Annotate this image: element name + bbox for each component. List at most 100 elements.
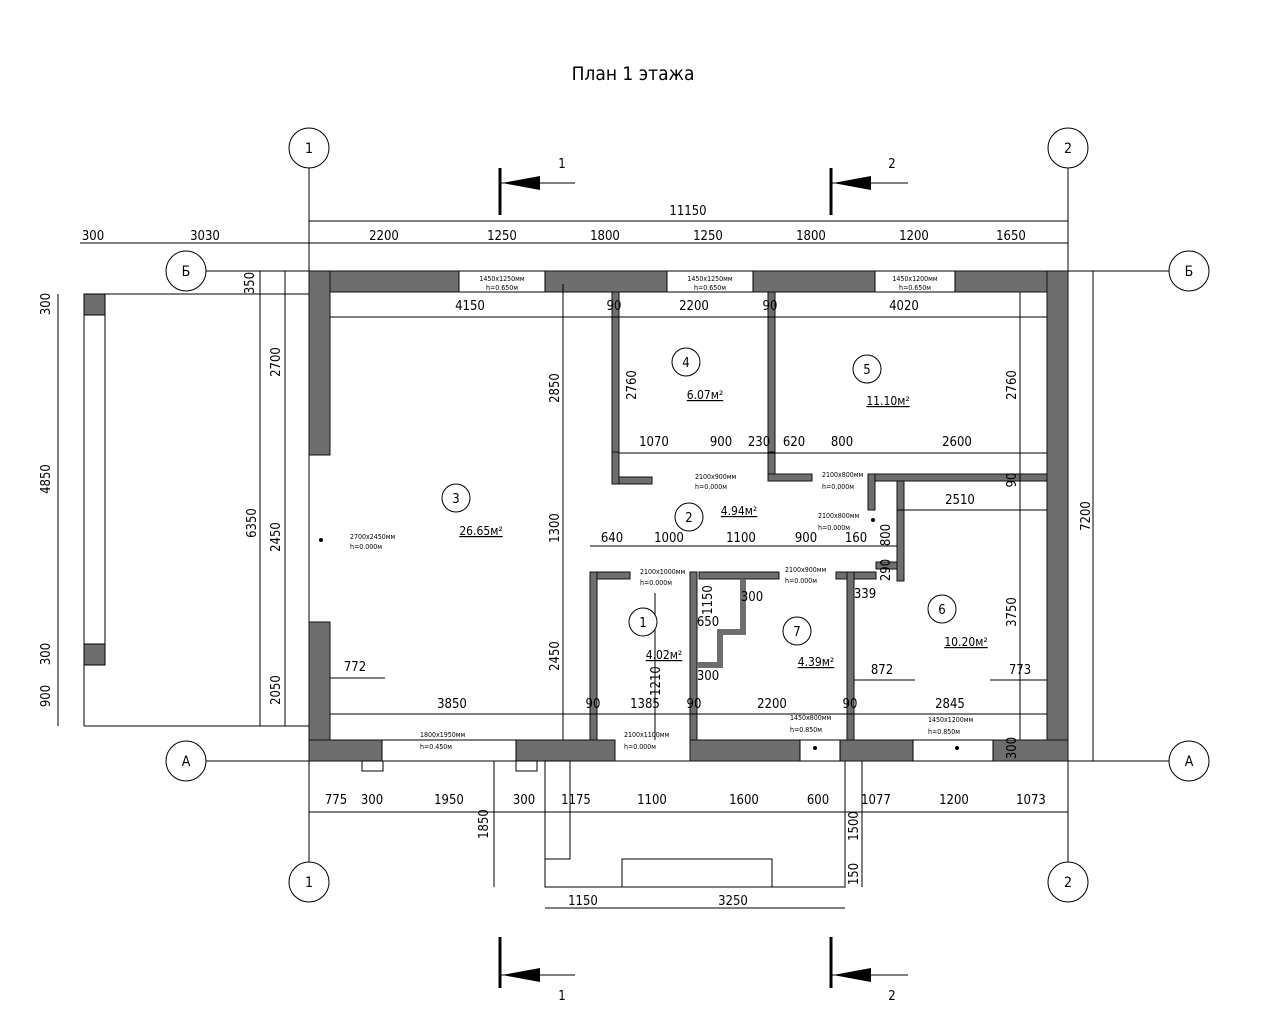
svg-text:2: 2 <box>1064 141 1072 157</box>
svg-text:2050: 2050 <box>269 675 284 705</box>
svg-text:1600: 1600 <box>729 793 759 808</box>
windows <box>381 270 994 762</box>
svg-text:2450: 2450 <box>269 522 284 552</box>
svg-text:4.39м²: 4.39м² <box>798 655 835 669</box>
svg-text:1450x1250мм: 1450x1250мм <box>687 275 733 283</box>
axis-bubble-a-right: А <box>1168 740 1210 782</box>
axis-bubble-1-bottom: 1 <box>288 861 330 903</box>
svg-text:772: 772 <box>344 660 366 675</box>
svg-text:300: 300 <box>741 590 763 605</box>
svg-text:90: 90 <box>607 299 622 314</box>
svg-text:6350: 6350 <box>245 508 260 538</box>
svg-text:339: 339 <box>854 587 876 602</box>
svg-text:2450: 2450 <box>548 641 563 671</box>
axis-bubble-b-right: Б <box>1168 250 1210 292</box>
axis-bubble-b-left: Б <box>165 250 207 292</box>
svg-text:2845: 2845 <box>935 697 965 712</box>
svg-text:h=0.650м: h=0.650м <box>486 284 518 292</box>
axis-bubble-2-top: 2 <box>1047 127 1089 169</box>
svg-text:773: 773 <box>1009 663 1031 678</box>
svg-text:4020: 4020 <box>889 299 919 314</box>
svg-text:2850: 2850 <box>548 373 563 403</box>
svg-text:1: 1 <box>305 141 313 157</box>
svg-text:620: 620 <box>783 435 805 450</box>
porch-outline <box>361 760 846 888</box>
svg-text:h=0.000м: h=0.000м <box>818 524 850 532</box>
svg-text:1210: 1210 <box>649 666 664 696</box>
svg-text:1150: 1150 <box>568 894 598 909</box>
axis-bubble-a-left: А <box>165 740 207 782</box>
svg-text:7200: 7200 <box>1079 501 1094 531</box>
section-marker-1-bottom: 1 <box>498 937 575 1004</box>
svg-text:1450x1250мм: 1450x1250мм <box>479 275 525 283</box>
svg-text:900: 900 <box>795 531 817 546</box>
room-label-6: 6 10.20м² <box>927 594 988 649</box>
svg-text:2200: 2200 <box>757 697 787 712</box>
room-label-5: 5 11.10м² <box>852 354 910 408</box>
svg-text:26.65м²: 26.65м² <box>459 524 502 538</box>
svg-text:1650: 1650 <box>996 229 1026 244</box>
svg-text:2: 2 <box>888 989 895 1004</box>
svg-text:1175: 1175 <box>561 793 591 808</box>
room-label-7: 7 4.39м² <box>782 616 835 669</box>
svg-text:2100x1100мм: 2100x1100мм <box>624 731 670 739</box>
exterior-walls <box>308 270 1069 762</box>
svg-text:300: 300 <box>361 793 383 808</box>
svg-text:h=0.650м: h=0.650м <box>694 284 726 292</box>
svg-text:1450x1200мм: 1450x1200мм <box>892 275 938 283</box>
svg-text:900: 900 <box>39 685 54 707</box>
svg-text:3030: 3030 <box>190 229 220 244</box>
svg-text:1800: 1800 <box>796 229 826 244</box>
svg-text:h=0.000м: h=0.000м <box>640 579 672 587</box>
svg-text:h=0.450м: h=0.450м <box>420 743 452 751</box>
svg-text:300: 300 <box>39 643 54 665</box>
svg-text:7: 7 <box>793 625 800 640</box>
section-marker-2-bottom: 2 <box>829 937 908 1004</box>
svg-text:230: 230 <box>748 435 770 450</box>
plan-title: План 1 этажа <box>572 63 695 85</box>
svg-text:2760: 2760 <box>625 370 640 400</box>
svg-text:h=0.000м: h=0.000м <box>695 483 727 491</box>
svg-text:3: 3 <box>452 492 459 507</box>
svg-text:2100x800мм: 2100x800мм <box>818 512 860 520</box>
svg-text:1100: 1100 <box>726 531 756 546</box>
interior-walls <box>589 291 1048 741</box>
svg-text:3250: 3250 <box>718 894 748 909</box>
svg-text:300: 300 <box>39 293 54 315</box>
svg-text:650: 650 <box>697 615 719 630</box>
svg-text:10.20м²: 10.20м² <box>944 635 987 649</box>
svg-text:h=0.000м: h=0.000м <box>624 743 656 751</box>
svg-text:90: 90 <box>687 697 702 712</box>
svg-text:h=0.850м: h=0.850м <box>790 726 822 734</box>
svg-text:1450x1200мм: 1450x1200мм <box>928 716 974 724</box>
svg-text:90: 90 <box>843 697 858 712</box>
svg-text:h=0.000м: h=0.000м <box>350 543 382 551</box>
svg-text:800: 800 <box>831 435 853 450</box>
svg-text:300: 300 <box>1005 737 1020 759</box>
svg-text:90: 90 <box>586 697 601 712</box>
svg-text:2200: 2200 <box>369 229 399 244</box>
svg-text:11.10м²: 11.10м² <box>866 394 909 408</box>
svg-text:1800: 1800 <box>590 229 620 244</box>
svg-text:150: 150 <box>847 863 862 885</box>
svg-text:2200: 2200 <box>679 299 709 314</box>
svg-text:1250: 1250 <box>487 229 517 244</box>
svg-text:775: 775 <box>325 793 347 808</box>
svg-text:1950: 1950 <box>434 793 464 808</box>
svg-text:h=0.850м: h=0.850м <box>928 728 960 736</box>
svg-text:6: 6 <box>938 603 945 618</box>
svg-text:2100x1000мм: 2100x1000мм <box>640 568 686 576</box>
svg-text:6.07м²: 6.07м² <box>687 388 724 402</box>
svg-text:1150: 1150 <box>701 585 716 615</box>
svg-text:160: 160 <box>845 531 867 546</box>
svg-text:1200: 1200 <box>939 793 969 808</box>
svg-text:1850: 1850 <box>477 809 492 839</box>
svg-text:300: 300 <box>82 229 104 244</box>
svg-text:1: 1 <box>558 157 565 172</box>
svg-text:600: 600 <box>807 793 829 808</box>
svg-text:1077: 1077 <box>861 793 891 808</box>
dimension-lines <box>57 220 1094 909</box>
dim-total-width: 11150 <box>669 204 706 219</box>
svg-text:1070: 1070 <box>639 435 669 450</box>
